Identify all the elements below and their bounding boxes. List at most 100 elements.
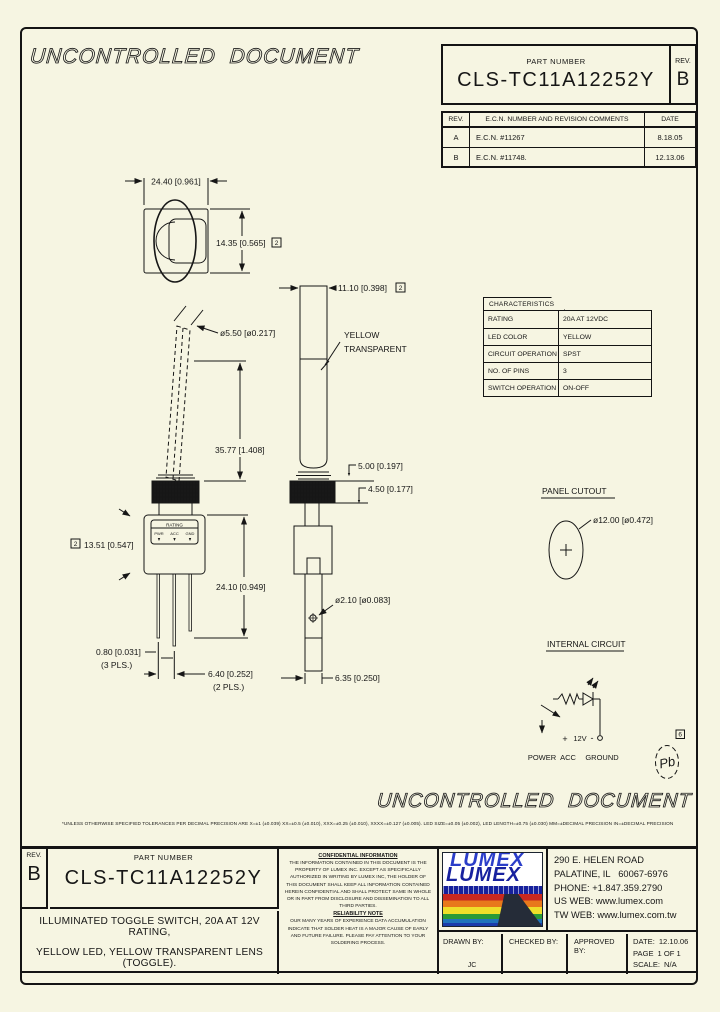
led-emission-arrow: [591, 680, 599, 689]
terminal-lug: [304, 573, 323, 672]
drawn-by-value: JC: [467, 962, 477, 969]
lead-free-pb-symbol: Pb 6: [655, 729, 685, 779]
title-block-rev-cell: REV. B: [22, 849, 48, 909]
front-view-drawing: 24.40 [0.961] 14.35 [0.565] 2: [125, 177, 282, 283]
switch-body: [293, 525, 333, 575]
technical-drawing-layer: 24.40 [0.961] 14.35 [0.565] 2 ø5.50 [ø0.…: [70, 177, 685, 779]
dim-front-height: 14.35 [0.565] 2: [210, 208, 282, 274]
svg-text:ø2.10 [ø0.083]: ø2.10 [ø0.083]: [335, 595, 390, 605]
rev-value: B: [676, 69, 690, 90]
date-label: DATE:: [633, 937, 655, 946]
dim-washer-height: 5.00 [0.197]: [347, 461, 403, 477]
dim-lever-height: 35.77 [1.408]: [194, 360, 265, 482]
reliability-title: RELIABILITY NOTE: [333, 911, 383, 918]
lens-arc: [155, 221, 176, 261]
revision-row-b-date: 12.13.06: [645, 147, 695, 166]
reliability-text: OUR MANY YEARS OF EXPERIENCE DATA ACCUMU…: [287, 919, 429, 946]
address-line: 290 E. HELEN ROAD: [554, 855, 644, 865]
dim-pin-thickness: 0.80 [0.031] (3 PLS.): [96, 647, 173, 670]
svg-text:Pb: Pb: [658, 753, 677, 771]
logo-rainbow-graphic: [443, 894, 542, 926]
revision-col-date: DATE: [645, 113, 695, 128]
rev-label: REV.: [675, 58, 691, 65]
svg-text:14.35 [0.565]: 14.35 [0.565]: [216, 238, 266, 248]
svg-text:PANEL CUTOUT: PANEL CUTOUT: [542, 486, 607, 496]
svg-text:YELLOW: YELLOW: [344, 330, 379, 340]
bezel-rect: [143, 208, 209, 274]
address-phone: PHONE: +1.847.359.2790: [554, 882, 663, 893]
switch-body-label-plate: RATING PWR ACC GND: [150, 519, 199, 545]
svg-text:ACC: ACC: [170, 531, 179, 536]
part-description: ILLUMINATED TOGGLE SWITCH, 20A AT 12V RA…: [22, 911, 279, 974]
lens-outline: [168, 218, 207, 264]
panel-cutout-drawing: PANEL CUTOUT ø12.00 [ø0.472]: [541, 486, 653, 580]
dim-bushing-height: 4.50 [0.177]: [332, 480, 413, 504]
part-number-label: PART NUMBER: [526, 57, 586, 66]
part-number-value: CLS-TC11A12252Y: [64, 867, 263, 889]
tolerance-note: *UNLESS OTHERWISE SPECIFIED TOLERANCES P…: [62, 821, 674, 826]
switch-neck: [158, 502, 193, 516]
dim-pin-spacing: 6.40 [0.252] (2 PLS.): [144, 642, 253, 692]
cutout-hole: [548, 520, 584, 580]
address-us-web: US WEB: www.lumex.com: [554, 896, 663, 907]
revision-row-a-date: 8.18.05: [657, 133, 683, 142]
title-block-part-number-cell: PART NUMBER CLS-TC11A12252Y: [50, 849, 279, 909]
revision-history-table: REV. E.C.N. NUMBER AND REVISION COMMENTS…: [441, 111, 697, 168]
approved-by-label: APPROVED BY:: [574, 937, 615, 955]
svg-text:2: 2: [399, 285, 403, 292]
logo-tagline-band: [443, 886, 542, 894]
company-address: 290 E. HELEN ROAD PALATINE, IL 60067-697…: [548, 849, 696, 932]
svg-text:2: 2: [275, 240, 279, 247]
toggle-lever: [299, 285, 328, 469]
char-value-led-color: YELLOW: [558, 328, 651, 345]
legal-notes-cell: CONFIDENTIAL INFORMATION THE INFORMATION…: [279, 849, 439, 974]
address-tw-web: TW WEB: www.lumex.com.tw: [554, 910, 677, 921]
char-label-led-color: LED COLOR: [484, 328, 558, 345]
svg-text:ø12.00 [ø0.472]: ø12.00 [ø0.472]: [593, 515, 653, 525]
svg-text:24.40 [0.961]: 24.40 [0.961]: [151, 177, 201, 187]
char-value-no-of-pins: 3: [558, 362, 651, 379]
lumex-wordmark-group: LUMEX LUMEX: [443, 853, 542, 886]
char-label-switch-operation: SWITCH OPERATION: [484, 379, 558, 396]
revision-row-a-comment: E.C.N. #11267: [470, 128, 645, 147]
date-page-scale-cell: DATE: 12.10.06 PAGE 1 OF 1 SCALE: N/A: [630, 934, 696, 974]
revision-row-b-rev: B: [443, 147, 470, 166]
svg-text:TRANSPARENT: TRANSPARENT: [344, 344, 407, 354]
note-ref-box: [271, 237, 282, 248]
revision-row-b-comment: E.C.N. #11748.: [470, 147, 645, 166]
pin-3: [188, 573, 192, 632]
led-emission-arrow: [586, 677, 594, 686]
description-line-2: YELLOW LED, YELLOW TRANSPARENT LENS (TOG…: [35, 947, 264, 969]
svg-text:24.10 [0.949]: 24.10 [0.949]: [216, 582, 266, 592]
svg-text:-: -: [591, 733, 594, 743]
address-line: PALATINE, IL 60067-6976: [554, 868, 668, 879]
svg-text:12V: 12V: [573, 734, 586, 743]
svg-text:6.40 [0.252]: 6.40 [0.252]: [208, 669, 253, 679]
internal-circuit-diagram: INTERNAL CIRCUIT + 12V - POWER ACC GROUN…: [528, 639, 685, 779]
svg-text:RATING: RATING: [166, 522, 183, 527]
svg-text:INTERNAL CIRCUIT: INTERNAL CIRCUIT: [547, 639, 626, 649]
toggle-lever-dashed: [165, 325, 191, 482]
char-value-switch-operation: ON-OFF: [558, 379, 651, 396]
svg-text:PWR: PWR: [154, 531, 163, 536]
page-value: 1 OF 1: [657, 948, 681, 958]
note-ref-box: [70, 538, 81, 549]
checked-by-label: CHECKED BY:: [509, 937, 559, 946]
logo-road: [497, 894, 542, 926]
characteristics-table: RATING 20A AT 12VDC LED COLOR YELLOW CIR…: [483, 310, 652, 397]
checked-by-cell: CHECKED BY:: [505, 934, 568, 974]
svg-text:ø5.50 [ø0.217]: ø5.50 [ø0.217]: [220, 328, 275, 338]
svg-text:(3 PLS.): (3 PLS.): [101, 660, 132, 670]
svg-text:4.50 [0.177]: 4.50 [0.177]: [368, 484, 413, 494]
lens-material-callout: YELLOW TRANSPARENT: [320, 330, 407, 371]
logo-cell: LUMEX LUMEX: [439, 849, 548, 932]
bezel-ellipse: [153, 199, 197, 283]
threaded-bushing: [151, 480, 200, 504]
char-value-circuit-operation: SPST: [558, 345, 651, 362]
led-symbol: [582, 692, 594, 706]
svg-text:GROUND: GROUND: [585, 753, 619, 762]
page-label: PAGE: [633, 948, 654, 958]
part-number-cell: PART NUMBER CLS-TC11A12252Y: [443, 46, 669, 103]
rev-value: B: [27, 863, 41, 885]
